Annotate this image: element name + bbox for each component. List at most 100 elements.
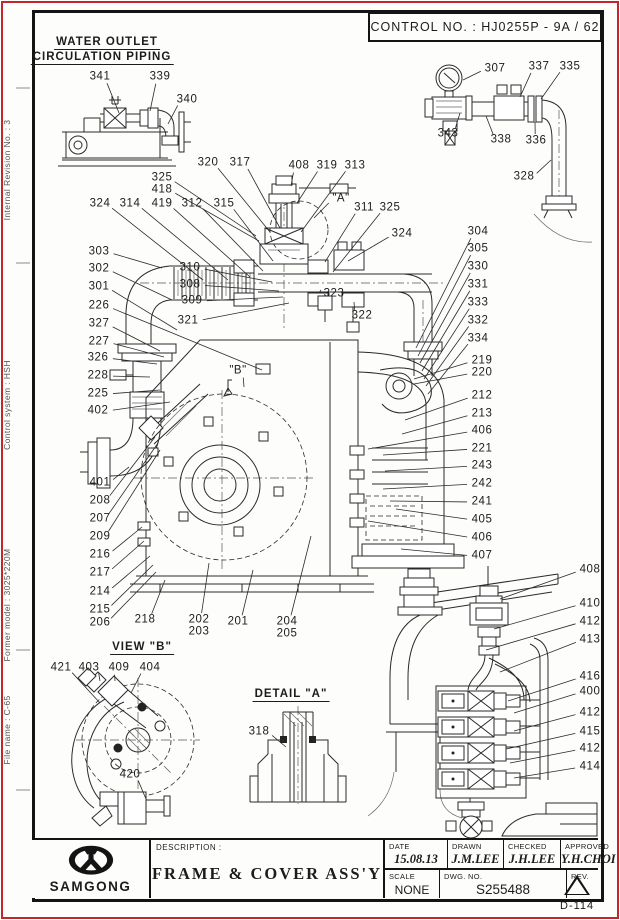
part-callout-B: "B" [229, 364, 247, 377]
drawn-value: J.M.LEE [451, 852, 500, 866]
part-callout-412: 412 [579, 706, 601, 719]
water-outlet-title-line2: CIRCULATION PIPING [30, 51, 174, 65]
part-callout-324: 324 [391, 227, 413, 240]
part-callout-303: 303 [88, 245, 110, 258]
part-callout-336: 336 [525, 134, 547, 147]
part-callout-402: 402 [87, 404, 109, 417]
part-callout-304: 304 [467, 225, 489, 238]
part-callout-325: 325 [151, 171, 173, 184]
date-label: DATE [389, 842, 410, 851]
strip-former-model: Former model : 3025*220M [2, 548, 12, 662]
title-block: SAMGONG DESCRIPTION : FRAME & COVER ASS'… [32, 838, 616, 898]
oil-feed-manifold-drawing [367, 566, 598, 839]
part-callout-220: 220 [471, 366, 493, 379]
date-value: 15.08.13 [394, 852, 438, 866]
drawing-frame-border [32, 10, 604, 902]
part-callout-330: 330 [467, 260, 489, 273]
part-callout-317: 317 [229, 156, 251, 169]
part-callout-323: 323 [323, 287, 345, 300]
water-outlet-title-line1: WATER OUTLET [54, 36, 160, 50]
part-callout-420: 420 [119, 768, 141, 781]
part-callout-209: 209 [89, 530, 111, 543]
water-outlet-piping-drawing [58, 96, 191, 167]
part-callout-412: 412 [579, 742, 601, 755]
checked-label: CHECKED [508, 842, 547, 851]
strip-file-name: File name : C-65 [2, 695, 12, 765]
part-callout-241: 241 [471, 495, 493, 508]
rev-cell: REV. [564, 870, 598, 898]
part-callout-415: 415 [579, 725, 601, 738]
part-callout-341: 341 [89, 70, 111, 83]
part-callout-212: 212 [471, 389, 493, 402]
part-callout-203: 203 [188, 625, 210, 638]
part-callout-401: 401 [89, 476, 111, 489]
part-callout-312: 312 [181, 197, 203, 210]
company-name: SAMGONG [49, 879, 132, 894]
part-callout-206: 206 [89, 616, 111, 629]
part-callout-400: 400 [579, 685, 601, 698]
strip-control-system: Control system : HSH [2, 360, 12, 450]
revision-triangle-icon [564, 875, 590, 895]
part-callout-308: 308 [179, 278, 201, 291]
part-callout-205: 205 [276, 627, 298, 640]
part-callout-413: 413 [579, 633, 601, 646]
part-callout-419: 419 [151, 197, 173, 210]
part-callout-217: 217 [89, 566, 111, 579]
scale-cell: SCALE NONE [385, 870, 440, 898]
part-callout-213: 213 [471, 407, 493, 420]
samgong-logo-icon [68, 845, 113, 875]
part-callout-225: 225 [87, 387, 109, 400]
part-callout-321: 321 [177, 314, 199, 327]
part-callout-416: 416 [579, 670, 601, 683]
part-callout-305: 305 [467, 242, 489, 255]
part-callout-215: 215 [89, 603, 111, 616]
part-callout-328: 328 [513, 170, 535, 183]
part-callout-325: 325 [379, 201, 401, 214]
part-callout-412: 412 [579, 615, 601, 628]
pressure-gauge-piping-drawing [424, 64, 593, 243]
description-label: DESCRIPTION : [156, 843, 222, 852]
part-callout-221: 221 [471, 442, 493, 455]
control-no-text: CONTROL NO. : HJ0255P - 9A / 62 [370, 20, 600, 34]
view-b-title: VIEW "B" [110, 641, 174, 655]
drawn-cell: DRAWN J.M.LEE [448, 840, 504, 868]
part-callout-311: 311 [354, 201, 374, 214]
part-callout-409: 409 [108, 661, 130, 674]
part-callout-333: 333 [467, 296, 489, 309]
control-no-box: CONTROL NO. : HJ0255P - 9A / 62 [368, 12, 602, 42]
part-callout-407: 407 [471, 549, 493, 562]
dwg-no-cell: DWG. NO. S255488 [440, 870, 567, 898]
part-callout-403: 403 [78, 661, 100, 674]
part-callout-418: 418 [151, 183, 173, 196]
part-callout-322: 322 [351, 309, 373, 322]
part-callout-343: 343 [437, 127, 459, 140]
part-callout-309: 309 [181, 294, 203, 307]
part-callout-405: 405 [471, 513, 493, 526]
part-callout-327: 327 [88, 317, 110, 330]
part-callout-216: 216 [89, 548, 111, 561]
part-callout-332: 332 [467, 314, 489, 327]
part-callout-408: 408 [288, 159, 310, 172]
part-callout-207: 207 [89, 512, 111, 525]
part-callout-208: 208 [89, 494, 111, 507]
part-callout-218: 218 [134, 613, 156, 626]
dwg-no-label: DWG. NO. [444, 872, 483, 881]
part-callout-326: 326 [87, 351, 109, 364]
dwg-no-value: S255488 [475, 882, 531, 897]
part-callout-314: 314 [119, 197, 141, 210]
leader-lines [71, 70, 577, 800]
part-callout-302: 302 [88, 262, 110, 275]
part-callout-202: 202 [188, 613, 210, 626]
part-callout-204: 204 [276, 615, 298, 628]
part-callout-406: 406 [471, 531, 493, 544]
description-cell: DESCRIPTION : FRAME & COVER ASS'Y [151, 840, 385, 898]
part-callout-320: 320 [197, 156, 219, 169]
detail-a-drawing [249, 706, 347, 804]
part-callout-334: 334 [467, 332, 489, 345]
part-callout-227: 227 [88, 335, 110, 348]
checked-cell: CHECKED J.H.LEE [504, 840, 561, 868]
part-callout-318: 318 [248, 725, 270, 738]
part-callout-414: 414 [579, 760, 601, 773]
